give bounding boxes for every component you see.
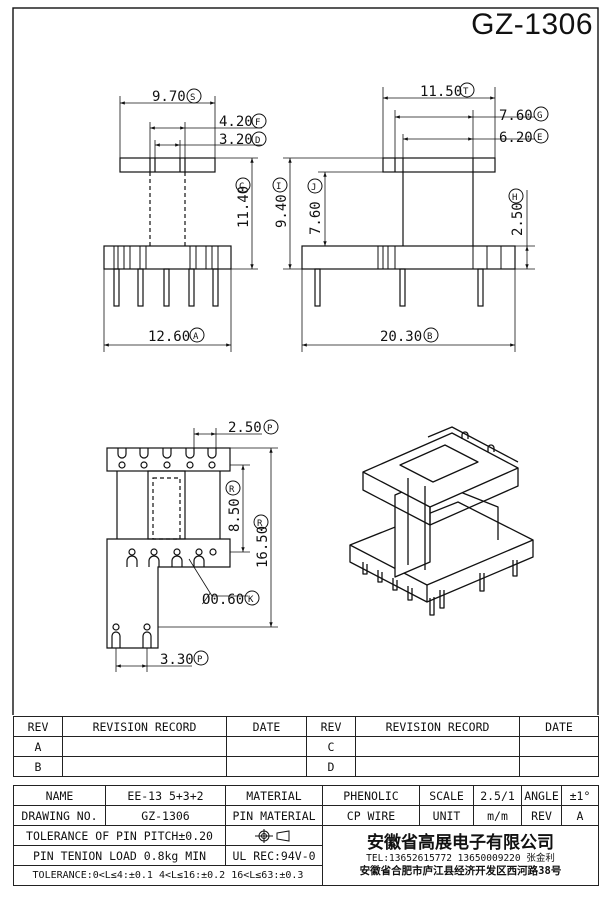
company-tel: TEL:13652615772 13650009220 张金利 bbox=[366, 853, 555, 864]
rev-header: REV bbox=[13, 716, 63, 737]
rev-value: A bbox=[561, 805, 599, 826]
dim-A-text: 12.60 bbox=[148, 329, 190, 345]
dim-B-text: 20.30 bbox=[380, 329, 422, 345]
record-cell bbox=[62, 736, 227, 757]
rev-header-2: REV bbox=[306, 716, 356, 737]
dim-D-letter: D bbox=[255, 136, 260, 146]
date-cell bbox=[519, 736, 599, 757]
record-cell bbox=[355, 756, 520, 777]
part-number-title: GZ-1306 bbox=[471, 8, 593, 41]
pin-material-value: CP WIRE bbox=[322, 805, 420, 826]
name-label: NAME bbox=[13, 785, 106, 806]
dim-C-text: 11.40 bbox=[236, 186, 252, 228]
date-cell bbox=[226, 736, 307, 757]
dim-A-letter: A bbox=[193, 332, 199, 342]
company-address: 安徽省合肥市庐江县经济开发区西河路38号 bbox=[359, 865, 562, 877]
dim-P-letter: P bbox=[267, 424, 273, 434]
pin-material-label: PIN MATERIAL bbox=[225, 805, 323, 826]
dim-E-text: 6.20 bbox=[499, 130, 533, 146]
record-cell bbox=[355, 736, 520, 757]
dim-K-letter: K bbox=[248, 595, 254, 605]
record-cell bbox=[62, 756, 227, 777]
revision-table: REV REVISION RECORD DATE REV REVISION RE… bbox=[13, 716, 599, 777]
dim-P2-letter: P bbox=[197, 655, 203, 665]
sheet-border bbox=[12, 7, 599, 715]
unit-value: m/m bbox=[473, 805, 522, 826]
revision-record-header-2: REVISION RECORD bbox=[355, 716, 520, 737]
dim-R1-text: 8.50 bbox=[227, 498, 243, 532]
dim-K-text: Ø0.60 bbox=[202, 592, 244, 608]
tolerance-pin-pitch: TOLERANCE OF PIN PITCH±0.20 bbox=[13, 825, 226, 846]
company-block: 安徽省高展电子有限公司 TEL:13652615772 13650009220 … bbox=[322, 825, 599, 886]
title-block-table: NAME EE-13 5+3+2 MATERIAL PHENOLIC SCALE… bbox=[13, 785, 599, 886]
projection-symbol-icon bbox=[225, 825, 323, 846]
date-header: DATE bbox=[226, 716, 307, 737]
dim-R1-letter: R bbox=[229, 485, 235, 495]
drawing-no-value: GZ-1306 bbox=[105, 805, 226, 826]
dim-T-letter: T bbox=[463, 87, 469, 97]
dim-F-text: 4.20 bbox=[219, 114, 253, 130]
company-name: 安徽省高展电子有限公司 bbox=[367, 833, 554, 853]
dim-D-text: 3.20 bbox=[219, 132, 253, 148]
drawing-no-label: DRAWING NO. bbox=[13, 805, 106, 826]
rev-cell: C bbox=[306, 736, 356, 757]
dim-T-text: 11.50 bbox=[420, 84, 462, 100]
dim-H-letter: H bbox=[512, 193, 517, 203]
dim-G-letter: G bbox=[537, 111, 542, 121]
rev-label: REV bbox=[521, 805, 562, 826]
revision-record-header: REVISION RECORD bbox=[62, 716, 227, 737]
angle-value: ±1° bbox=[561, 785, 599, 806]
technical-drawing: 9.70 S 4.20 F 3.20 D 11.40 C 12.60 A 11.… bbox=[12, 7, 599, 715]
front-view bbox=[103, 157, 232, 307]
rev-cell: D bbox=[306, 756, 356, 777]
dim-J-letter: J bbox=[311, 183, 316, 193]
dim-J-text: 7.60 bbox=[308, 201, 324, 235]
angle-label: ANGLE bbox=[521, 785, 562, 806]
date-header-2: DATE bbox=[519, 716, 599, 737]
dim-R2-letter: R bbox=[257, 519, 263, 529]
scale-label: SCALE bbox=[419, 785, 474, 806]
dim-F-letter: F bbox=[255, 118, 260, 128]
pin-tension-load: PIN TENION LOAD 0.8kg MIN bbox=[13, 845, 226, 866]
dim-I-letter: I bbox=[276, 182, 281, 192]
tolerance-line: TOLERANCE:0<L≤4:±0.1 4<L≤16:±0.2 16<L≤63… bbox=[13, 865, 323, 886]
dim-S-letter: S bbox=[190, 93, 195, 103]
scale-value: 2.5/1 bbox=[473, 785, 522, 806]
date-cell bbox=[519, 756, 599, 777]
dim-H-text: 2.50 bbox=[510, 202, 526, 236]
dim-I-text: 9.40 bbox=[274, 194, 290, 228]
side-view bbox=[301, 157, 516, 307]
dim-R2-text: 16.50 bbox=[255, 526, 271, 568]
dim-S-text: 9.70 bbox=[152, 89, 186, 105]
dim-G-text: 7.60 bbox=[499, 108, 533, 124]
dim-P-text: 2.50 bbox=[228, 420, 262, 436]
material-value: PHENOLIC bbox=[322, 785, 420, 806]
date-cell bbox=[226, 756, 307, 777]
rev-cell: B bbox=[13, 756, 63, 777]
bottom-view bbox=[106, 447, 231, 649]
rev-cell: A bbox=[13, 736, 63, 757]
isometric-view bbox=[349, 426, 534, 616]
dim-E-letter: E bbox=[537, 133, 542, 143]
dim-P2-text: 3.30 bbox=[160, 652, 194, 668]
dim-B-letter: B bbox=[427, 332, 432, 342]
dim-C-letter: C bbox=[239, 182, 244, 192]
unit-label: UNIT bbox=[419, 805, 474, 826]
material-label: MATERIAL bbox=[225, 785, 323, 806]
name-value: EE-13 5+3+2 bbox=[105, 785, 226, 806]
ul-rec: UL REC:94V-0 bbox=[225, 845, 323, 866]
